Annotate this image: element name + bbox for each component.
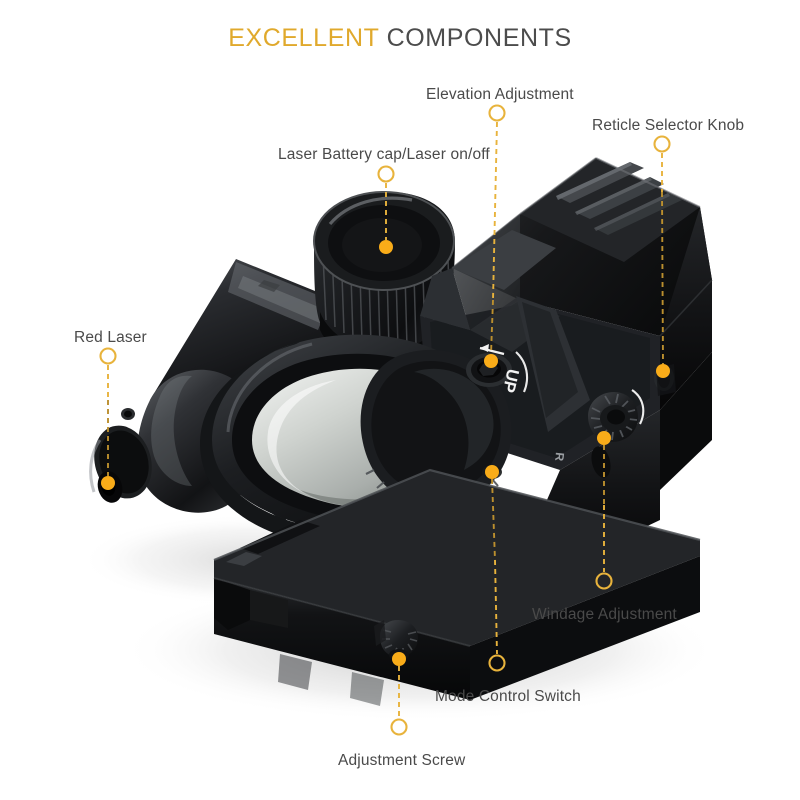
switch-recess <box>591 446 611 478</box>
windage-adjustment-knob: R <box>552 389 645 478</box>
callout-label-elevation-adjustment: Elevation Adjustment <box>426 86 574 103</box>
top-rail-grooves <box>556 162 682 235</box>
mode-control-switch <box>482 465 502 479</box>
callout-label-adjustment-screw: Adjustment Screw <box>338 752 466 769</box>
mounting-base <box>213 468 701 706</box>
page-title: EXCELLENT COMPONENTS <box>0 24 800 53</box>
callout-label-red-laser: Red Laser <box>74 329 147 346</box>
page-title-rest: COMPONENTS <box>379 24 572 52</box>
reticle-selector-dial: R <box>360 349 512 513</box>
callout-label-laser-battery-cap: Laser Battery cap/Laser on/off <box>278 146 490 163</box>
body-edge-highlights <box>451 157 713 337</box>
elevation-adjustment-screw: UP <box>466 344 529 394</box>
callout-label-mode-control-switch: Mode Control Switch <box>435 688 581 705</box>
up-marking: UP <box>499 367 523 394</box>
callout-label-reticle-selector-knob: Reticle Selector Knob <box>592 117 745 134</box>
callout-label-windage-adjustment: Windage Adjustment <box>532 606 677 623</box>
page-title-highlight: EXCELLENT <box>228 24 380 52</box>
windage-marking: R <box>552 452 567 462</box>
